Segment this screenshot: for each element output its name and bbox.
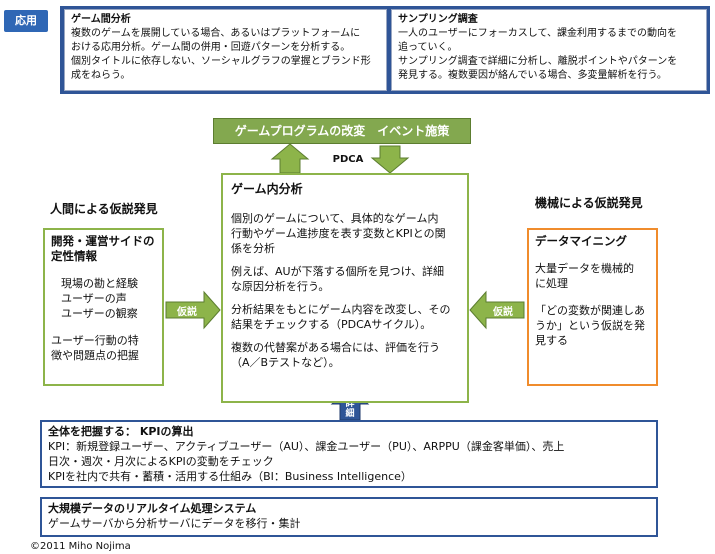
data-mining-paragraph-1: 大量データを機械的 に処理 <box>535 262 634 290</box>
pdca-down-arrow <box>370 145 410 174</box>
human-hypothesis-heading: 人間による仮説発見 <box>50 202 158 216</box>
center-paragraph-2: 例えば、AUが下落する個所を見つけ、詳細 な原因分析を行う。 <box>231 265 445 293</box>
copyright: ©2011 Miho Nojima <box>30 541 131 552</box>
hypothesis-left-arrow <box>165 290 221 330</box>
game-analysis-box: ゲーム間分析 複数のゲームを展開している場合、あるいはプラットフォームに おける… <box>64 9 387 91</box>
hypothesis-right-label: 仮説 <box>493 307 513 318</box>
game-analysis-body: 複数のゲームを展開している場合、あるいはプラットフォームに おける応用分析。ゲー… <box>71 28 371 81</box>
center-paragraph-3: 分析結果をもとにゲーム内容を改変し、その 結果をチェックする（PDCAサイクル）… <box>231 303 451 331</box>
data-mining-title: データマイニング <box>535 234 627 248</box>
in-game-analysis-title: ゲーム内分析 <box>231 182 303 196</box>
detail-label: 詳細 <box>345 399 355 419</box>
kpi-box: 全体を把握する： KPIの算出 KPI：新規登録ユーザー、アクティブユーザー（A… <box>40 420 658 488</box>
sampling-survey-body: 一人のユーザーにフォーカスして、課金利用するまでの動向を 追っていく。 サンプリ… <box>398 28 678 81</box>
qualitative-info-items: 現場の勘と経験 ユーザーの声 ユーザーの観察 <box>61 277 138 320</box>
program-change-box: ゲームプログラムの改変 イベント施策 <box>213 118 471 144</box>
realtime-system-title: 大規模データのリアルタイム処理システム <box>48 502 257 515</box>
center-paragraph-1: 個別のゲームについて、具体的なゲーム内 行動やゲーム進捗度を表す変数とKPIとの… <box>231 212 446 255</box>
qualitative-info-box: 開発・運営サイドの 定性情報 現場の勘と経験 ユーザーの声 ユーザーの観察 ユー… <box>43 228 164 386</box>
kpi-title: 全体を把握する： KPIの算出 <box>48 425 194 438</box>
kpi-lines: KPI：新規登録ユーザー、アクティブユーザー（AU）、課金ユーザー（PU）、AR… <box>48 440 565 483</box>
pdca-up-arrow <box>270 143 310 174</box>
realtime-system-line: ゲームサーバから分析サーバにデータを移行・集計 <box>48 517 301 530</box>
qualitative-info-title: 開発・運営サイドの 定性情報 <box>51 234 155 263</box>
in-game-analysis-box: ゲーム内分析 個別のゲームについて、具体的なゲーム内 行動やゲーム進捗度を表す変… <box>221 173 469 403</box>
game-analysis-title: ゲーム間分析 <box>71 14 131 25</box>
sampling-survey-title: サンプリング調査 <box>398 14 478 25</box>
sampling-survey-box: サンプリング調査 一人のユーザーにフォーカスして、課金利用するまでの動向を 追っ… <box>391 9 707 91</box>
hypothesis-left-label: 仮説 <box>177 307 197 318</box>
machine-hypothesis-heading: 機械による仮説発見 <box>535 196 643 210</box>
hypothesis-right-arrow <box>469 290 525 330</box>
qualitative-info-note: ユーザー行動の特 徴や問題点の把握 <box>51 334 139 362</box>
applied-tag: 応用 <box>4 10 48 32</box>
center-paragraph-4: 複数の代替案がある場合には、評価を行う （A／Bテストなど）。 <box>231 341 440 369</box>
pdca-label: PDCA <box>332 154 364 165</box>
data-mining-box: データマイニング 大量データを機械的 に処理 「どの変数が関連しあ うか」という… <box>527 228 658 386</box>
realtime-system-box: 大規模データのリアルタイム処理システム ゲームサーバから分析サーバにデータを移行… <box>40 497 658 537</box>
data-mining-paragraph-2: 「どの変数が関連しあ うか」という仮説を発 見する <box>535 304 645 347</box>
